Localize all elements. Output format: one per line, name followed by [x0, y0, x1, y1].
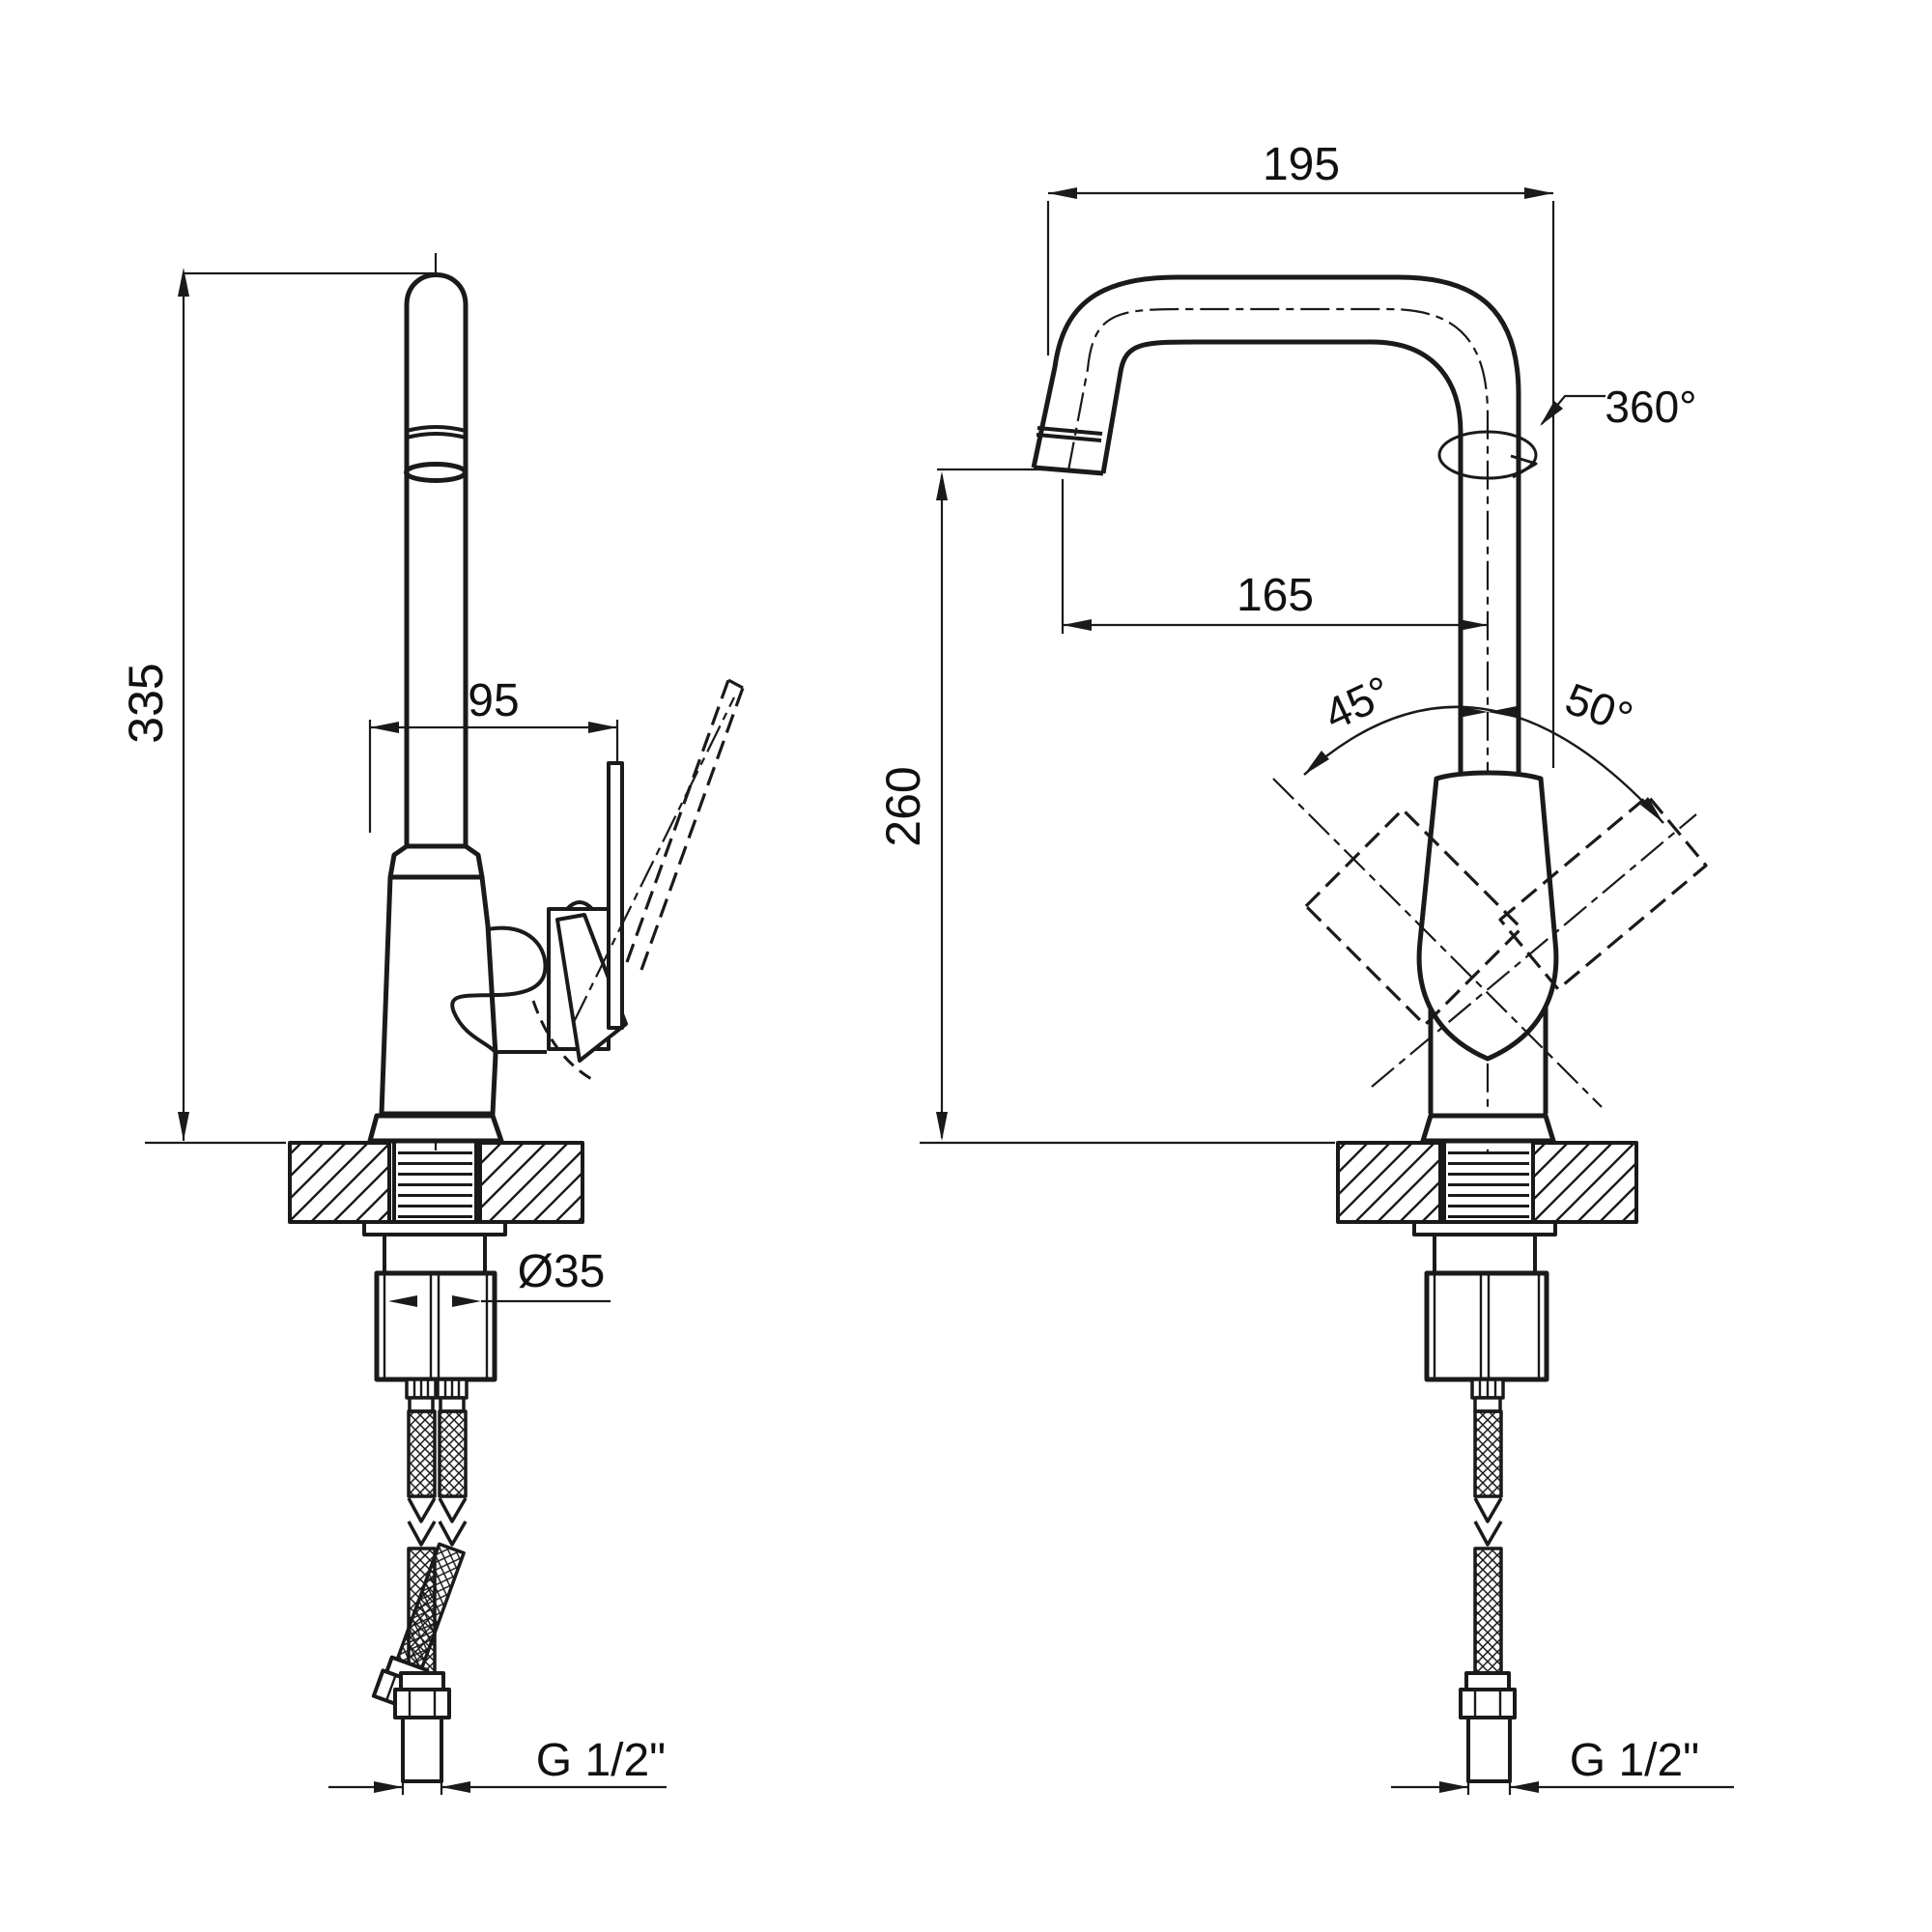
side-handle: [531, 678, 745, 1082]
side-hose-end-fitting: [401, 1716, 443, 1783]
arrow-left-icon: [441, 1781, 470, 1793]
label-height-260: 260: [876, 766, 930, 846]
label-thread-side: G 1/2": [536, 1735, 666, 1786]
arrow-down-icon: [936, 1112, 948, 1141]
arrow-arc-center-left-icon: [1459, 706, 1488, 718]
front-threaded-shank: [1448, 1147, 1529, 1218]
dim-handle-arc: [1303, 705, 1664, 824]
dim-165: [1061, 479, 1488, 634]
arrow-right-icon: [588, 722, 617, 733]
arrow-left-icon: [388, 1295, 417, 1307]
front-handle-45-dashed: [1304, 808, 1523, 1027]
label-thread-front: G 1/2": [1570, 1735, 1699, 1786]
side-spout-column: [404, 272, 469, 850]
dim-95: [368, 720, 619, 833]
arrow-left-icon: [1510, 1781, 1539, 1793]
dim-335: [145, 268, 437, 1145]
front-handle-50-dashed: [1498, 794, 1708, 991]
front-handle-dashed-positions: [1272, 778, 1708, 1108]
side-swivel-ring: [404, 462, 468, 483]
side-view: [288, 253, 745, 1783]
front-countertop: [1336, 1141, 1638, 1224]
front-hose: [1459, 1378, 1517, 1783]
label-diameter-35: Ø35: [518, 1246, 606, 1297]
dim-thread-side: [328, 1781, 667, 1795]
label-width-195: 195: [1263, 139, 1340, 190]
side-valve-boss: [450, 925, 548, 1054]
dim-360-leader: [1540, 394, 1605, 426]
label-reach-165: 165: [1236, 570, 1314, 621]
arrow-right-icon: [1439, 1781, 1468, 1793]
front-view-dimensions: [920, 187, 1734, 1795]
front-view: [1031, 274, 1708, 1783]
arrow-right-icon: [374, 1781, 403, 1793]
side-mounting-nut: [362, 1220, 507, 1382]
front-swivel-symbol: [1437, 430, 1538, 480]
front-centerline: [1066, 307, 1490, 1151]
arrow-right-icon: [1524, 187, 1553, 199]
front-mounting-nut: [1412, 1220, 1557, 1382]
arrow-up-icon: [178, 268, 189, 297]
arrow-up-icon: [936, 471, 948, 500]
front-base-skirt: [1420, 1113, 1556, 1144]
arrow-left-icon: [370, 722, 399, 733]
hose-break-symbol: [438, 1497, 468, 1547]
side-handle-raised-dashed: [625, 678, 745, 971]
side-body: [379, 843, 548, 1117]
arrow-arc-right-icon: [1640, 797, 1663, 823]
dim-diameter-35: [388, 1295, 611, 1307]
label-height-335: 335: [119, 663, 173, 743]
label-swivel-360: 360°: [1605, 382, 1696, 432]
arrow-leader-icon: [1540, 401, 1563, 426]
front-handle: [1416, 770, 1559, 1062]
dim-260: [920, 468, 1335, 1145]
side-base-skirt: [367, 1113, 504, 1144]
front-hose-end-fitting: [1466, 1716, 1512, 1783]
dim-195: [1046, 187, 1555, 768]
side-handle-swing-arc: [531, 1000, 594, 1082]
arrow-arc-center-right-icon: [1488, 706, 1517, 718]
hose-break-symbol: [407, 1497, 437, 1547]
arrow-arc-left-icon: [1304, 751, 1329, 775]
dimension-labels: 335 95 Ø35 G 1/2" 195 165 260 360° 45° 5…: [119, 139, 1699, 1786]
rotation-arrow-icon: [1510, 454, 1538, 479]
arrow-down-icon: [178, 1112, 189, 1141]
side-handle-screw-dome: [565, 900, 594, 911]
side-handle-centerline: [573, 696, 735, 1023]
side-view-dimensions: [145, 268, 667, 1795]
side-countertop: [288, 1141, 584, 1224]
arrow-right-icon: [452, 1295, 481, 1307]
side-threaded-shank: [398, 1147, 472, 1218]
arrow-left-icon: [1063, 619, 1092, 631]
arrow-right-icon: [1459, 619, 1488, 631]
dim-thread-front: [1391, 1781, 1734, 1795]
front-aerator-seam: [1036, 426, 1103, 442]
arrow-left-icon: [1048, 187, 1077, 199]
side-handle-blade: [607, 761, 624, 1030]
hose-break-symbol: [1473, 1497, 1503, 1547]
label-reach-95: 95: [468, 675, 519, 726]
side-hoses: [371, 1409, 468, 1783]
